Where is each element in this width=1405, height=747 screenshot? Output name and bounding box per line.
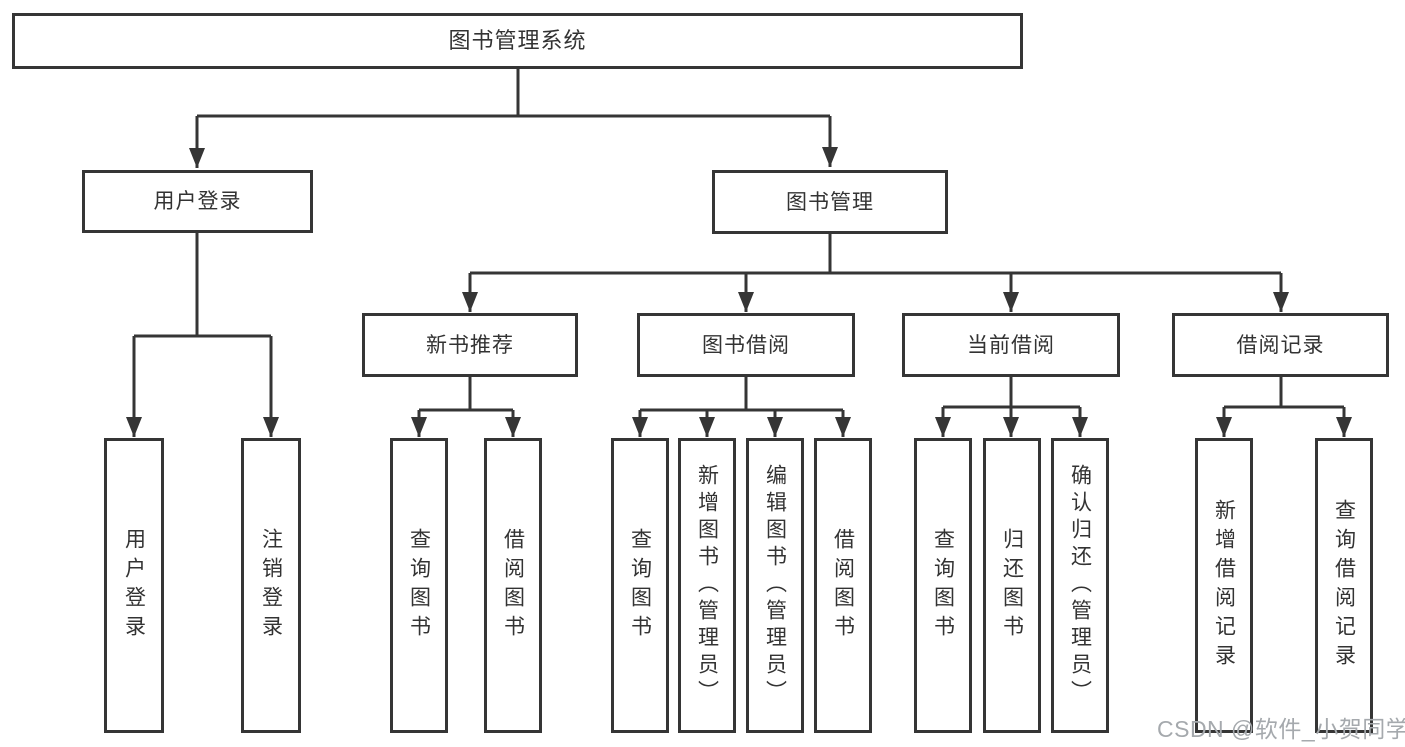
leaf-borrow-books-recommend: 借阅图书 bbox=[484, 438, 542, 733]
node-new-book-recommend: 新书推荐 bbox=[362, 313, 578, 377]
node-borrow-records: 借阅记录 bbox=[1172, 313, 1389, 377]
leaf-add-borrow-record: 新增借阅记录 bbox=[1195, 438, 1253, 733]
leaf-query-books-recommend: 查询图书 bbox=[390, 438, 448, 733]
leaf-confirm-return-admin: 确认归还（管理员） bbox=[1051, 438, 1109, 733]
leaf-add-book-admin: 新增图书（管理员） bbox=[678, 438, 736, 733]
node-current-borrow: 当前借阅 bbox=[902, 313, 1120, 377]
node-book-management: 图书管理 bbox=[712, 170, 948, 234]
leaf-user-login: 用户登录 bbox=[104, 438, 164, 733]
leaf-return-book: 归还图书 bbox=[983, 438, 1041, 733]
leaf-logout: 注销登录 bbox=[241, 438, 301, 733]
node-user-login: 用户登录 bbox=[82, 170, 313, 233]
leaf-query-books-current: 查询图书 bbox=[914, 438, 972, 733]
watermark: CSDN @软件_小贺同学 bbox=[1157, 716, 1405, 742]
leaf-query-books-borrow: 查询图书 bbox=[611, 438, 669, 733]
node-library-management-system: 图书管理系统 bbox=[12, 13, 1023, 69]
leaf-borrow-books: 借阅图书 bbox=[814, 438, 872, 733]
node-book-borrow: 图书借阅 bbox=[637, 313, 855, 377]
leaf-edit-book-admin: 编辑图书（管理员） bbox=[746, 438, 804, 733]
leaf-query-borrow-record: 查询借阅记录 bbox=[1315, 438, 1373, 733]
